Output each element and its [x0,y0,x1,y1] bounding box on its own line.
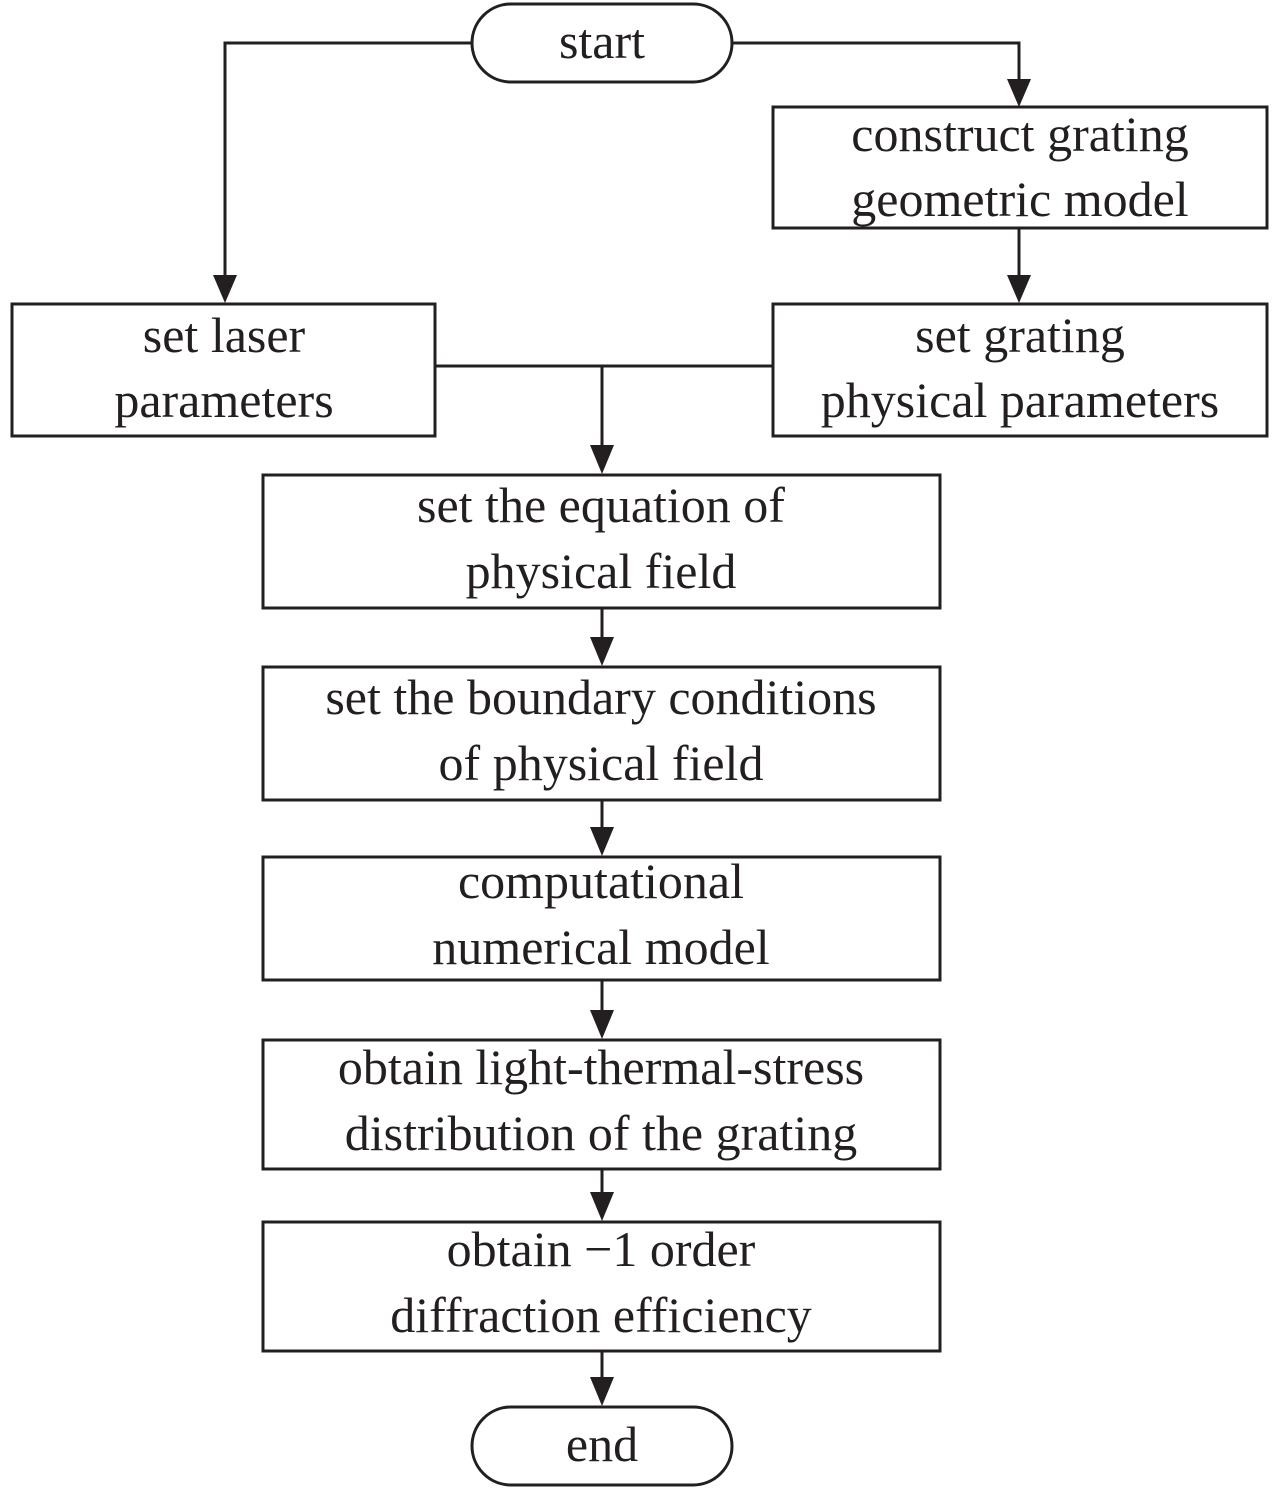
arrowhead-boundary [590,637,614,666]
node-label-line-2: physical parameters [821,372,1219,428]
node-set-laser: set laser parameters [10,302,437,438]
node-label-line-2: diffraction efficiency [390,1287,812,1343]
arrowhead-end [590,1377,614,1406]
process-box [10,302,437,438]
node-label-line-2: physical field [466,543,737,599]
node-set-grating-physical: set grating physical parameters [771,302,1269,438]
node-label-line-1: computational [458,853,744,909]
process-box [261,1038,942,1171]
node-end: end [470,1405,734,1487]
process-box [771,105,1269,230]
process-box [261,473,942,610]
node-set-equation: set the equation of physical field [261,473,942,610]
connectors [213,41,1031,1406]
node-start: start [470,2,734,84]
node-label-line-2: numerical model [432,919,769,975]
terminal-shape [470,2,734,84]
node-label-line-2: distribution of the grating [345,1105,857,1161]
process-box [261,855,942,982]
node-obtain-distribution: obtain light-thermal-stress distribution… [261,1038,942,1171]
arrowhead-equation [590,445,614,474]
node-label-line-1: set grating [915,307,1125,363]
arrowhead-set-laser [213,275,237,303]
node-compute: computational numerical model [261,853,942,982]
edge-start-to-set-laser [223,41,472,278]
node-label: start [559,13,645,69]
node-label-line-1: set laser [143,307,306,363]
node-label-line-1: set the boundary conditions [325,669,876,725]
node-label-line-2: of physical field [439,735,764,791]
arrowhead-set-grating [1007,275,1031,303]
arrowhead-construct-model [1007,79,1031,107]
node-label-line-1: construct grating [851,106,1188,162]
node-label-line-1: obtain light-thermal-stress [338,1039,864,1095]
node-label-line-2: parameters [114,372,333,428]
edge-start-to-construct-model [732,41,1021,82]
process-box [261,665,942,802]
arrowhead-efficiency [590,1192,614,1221]
arrowhead-compute [590,827,614,856]
process-box [261,1220,942,1353]
node-label-line-2: geometric model [851,171,1188,227]
node-label: end [566,1416,638,1472]
arrowhead-distribution [590,1010,614,1039]
node-set-boundary: set the boundary conditions of physical … [261,665,942,802]
node-construct-model: construct grating geometric model [771,105,1269,230]
process-box [771,302,1269,438]
terminal-shape [470,1405,734,1487]
node-label-line-1: set the equation of [417,477,785,533]
node-label-line-1: obtain −1 order [447,1221,756,1277]
node-obtain-efficiency: obtain −1 order diffraction efficiency [261,1220,942,1353]
